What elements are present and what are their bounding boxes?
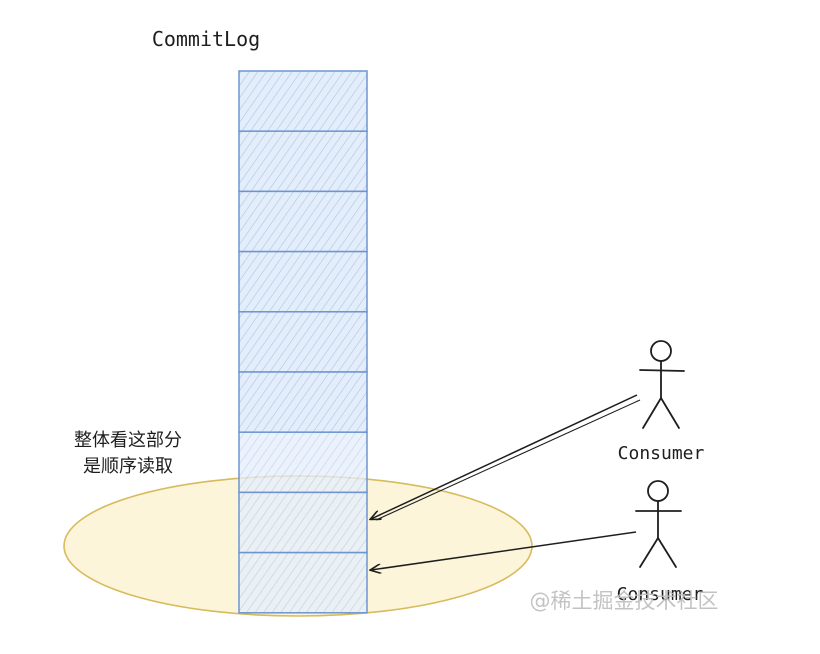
consumer-figure-1 xyxy=(639,340,685,429)
watermark: @稀土掘金技术社区 xyxy=(530,589,719,613)
commitlog-segment-9 xyxy=(238,551,368,614)
commitlog-segment-7 xyxy=(238,431,368,494)
consumer-1-read-arrow-sketch xyxy=(375,399,641,521)
consumer-2-legs xyxy=(639,537,677,568)
consumer-1-legs xyxy=(642,397,680,429)
consumer-figure-2 xyxy=(635,480,682,568)
consumer-2-read-arrow xyxy=(371,531,637,570)
commitlog-segment-3 xyxy=(238,190,368,253)
commitlog-segment-4 xyxy=(238,250,368,313)
sequential-read-note-line-2: 是顺序读取 xyxy=(83,456,173,477)
commitlog-column xyxy=(238,70,368,614)
commitlog-segment-6 xyxy=(238,371,368,433)
consumer-1-label: Consumer xyxy=(618,443,705,464)
consumer-1-head xyxy=(650,340,672,362)
commitlog-segment-1 xyxy=(238,70,368,132)
consumer-1-arms xyxy=(639,369,685,372)
commitlog-segment-8 xyxy=(238,491,368,554)
commitlog-segment-5 xyxy=(238,311,368,373)
consumer-2-head xyxy=(647,480,669,502)
consumer-1-read-arrow xyxy=(371,394,638,519)
sequential-read-note-line-1: 整体看这部分 xyxy=(74,430,182,451)
commitlog-segment-2 xyxy=(238,130,368,193)
commitlog-title: CommitLog xyxy=(152,27,260,51)
consumer-2-label: Consumer xyxy=(617,584,704,605)
